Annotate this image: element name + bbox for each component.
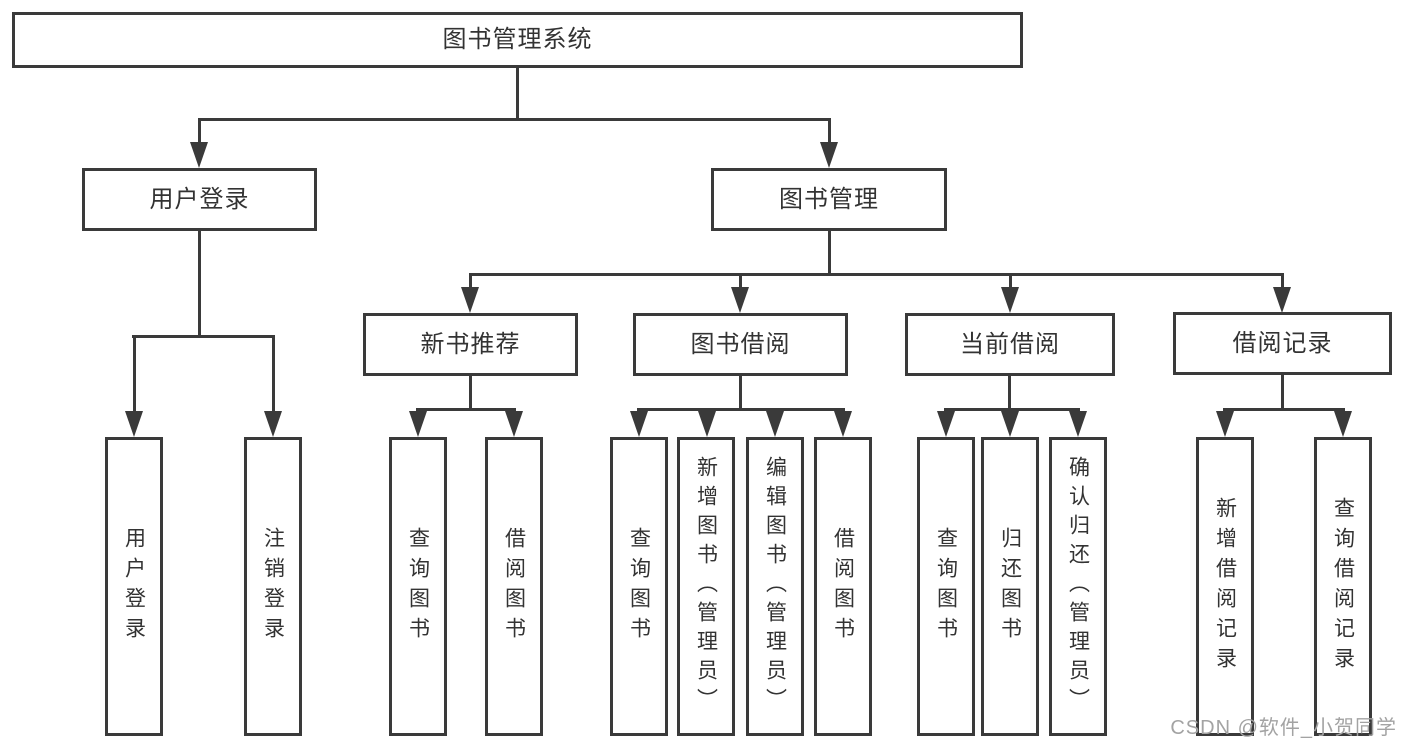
connector-root-stem bbox=[516, 68, 519, 121]
leaf-label: 查询图书 bbox=[406, 526, 430, 647]
leaf-query-book-recommend: 查询图书 bbox=[389, 437, 447, 736]
leaf-borrow-book: 借阅图书 bbox=[814, 437, 872, 736]
leaf-label: 新增图书（管理员） bbox=[694, 456, 718, 717]
arrow-down-icon bbox=[833, 408, 853, 437]
node-user-login: 用户登录 bbox=[82, 168, 317, 231]
connector-current-borrow-stem bbox=[1008, 376, 1011, 411]
arrow-down-icon bbox=[1000, 273, 1020, 313]
node-label: 用户登录 bbox=[149, 185, 250, 213]
arrow-down-icon bbox=[408, 408, 428, 437]
connector-current-borrow-split bbox=[944, 408, 1080, 411]
node-current-borrow: 当前借阅 bbox=[905, 313, 1115, 376]
connector-user-login-split bbox=[132, 335, 275, 338]
arrow-down-icon bbox=[189, 118, 209, 168]
leaf-query-book: 查询图书 bbox=[610, 437, 668, 736]
node-label: 图书借阅 bbox=[690, 330, 791, 358]
leaf-user-login: 用户登录 bbox=[105, 437, 163, 736]
leaf-label: 借阅图书 bbox=[502, 526, 526, 647]
node-book-management: 图书管理 bbox=[711, 168, 947, 231]
connector-book-management-stem bbox=[828, 231, 831, 276]
connector-book-management-split bbox=[469, 273, 1284, 276]
leaf-label: 新增借阅记录 bbox=[1213, 496, 1237, 677]
arrow-down-icon bbox=[460, 273, 480, 313]
node-label: 当前借阅 bbox=[960, 330, 1060, 358]
arrow-down-icon bbox=[936, 408, 956, 437]
leaf-label: 编辑图书（管理员） bbox=[763, 456, 787, 717]
leaf-add-borrow-record: 新增借阅记录 bbox=[1196, 437, 1254, 736]
connector-user-login-stem bbox=[198, 231, 201, 338]
connector-new-book-stem bbox=[469, 376, 472, 411]
node-label: 新书推荐 bbox=[420, 330, 521, 358]
connector-borrow-record-split bbox=[1223, 408, 1345, 411]
arrow-down-icon bbox=[765, 408, 785, 437]
leaf-confirm-return-admin: 确认归还（管理员） bbox=[1049, 437, 1107, 736]
leaf-borrow-book-recommend: 借阅图书 bbox=[485, 437, 543, 736]
connector-new-book-split bbox=[416, 408, 516, 411]
arrow-down-icon bbox=[819, 118, 839, 168]
arrow-down-icon bbox=[504, 408, 524, 437]
connector-root-split bbox=[198, 118, 831, 121]
leaf-label: 借阅图书 bbox=[831, 526, 855, 647]
arrow-down-icon bbox=[697, 408, 717, 437]
arrow-down-icon bbox=[124, 335, 144, 437]
arrow-down-icon bbox=[629, 408, 649, 437]
leaf-label: 查询借阅记录 bbox=[1331, 496, 1355, 677]
arrow-down-icon bbox=[263, 335, 283, 437]
csdn-watermark: CSDN @软件_小贺同学 bbox=[1170, 717, 1397, 739]
leaf-edit-book-admin: 编辑图书（管理员） bbox=[746, 437, 804, 736]
leaf-label: 用户登录 bbox=[122, 526, 146, 647]
arrow-down-icon bbox=[730, 273, 750, 313]
leaf-label: 归还图书 bbox=[998, 526, 1022, 647]
leaf-add-book-admin: 新增图书（管理员） bbox=[677, 437, 735, 736]
connector-borrow-record-stem bbox=[1281, 375, 1284, 411]
node-book-borrow: 图书借阅 bbox=[633, 313, 848, 376]
node-borrow-record: 借阅记录 bbox=[1173, 312, 1392, 375]
connector-book-borrow-stem bbox=[739, 376, 742, 411]
arrow-down-icon bbox=[1000, 408, 1020, 437]
arrow-down-icon bbox=[1333, 408, 1353, 437]
leaf-label: 确认归还（管理员） bbox=[1066, 456, 1090, 717]
arrow-down-icon bbox=[1215, 408, 1235, 437]
node-label: 图书管理系统 bbox=[442, 26, 593, 53]
arrow-down-icon bbox=[1272, 273, 1292, 313]
leaf-label: 查询图书 bbox=[627, 526, 651, 647]
leaf-logout: 注销登录 bbox=[244, 437, 302, 736]
arrow-down-icon bbox=[1068, 408, 1088, 437]
leaf-query-borrow-record: 查询借阅记录 bbox=[1314, 437, 1372, 736]
leaf-label: 注销登录 bbox=[261, 526, 285, 647]
connector-book-borrow-split bbox=[637, 408, 845, 411]
leaf-return-book: 归还图书 bbox=[981, 437, 1039, 736]
node-label: 借阅记录 bbox=[1232, 329, 1333, 357]
node-label: 图书管理 bbox=[779, 185, 879, 213]
node-library-management-system: 图书管理系统 bbox=[12, 12, 1023, 68]
node-new-book-recommend: 新书推荐 bbox=[363, 313, 578, 376]
leaf-label: 查询图书 bbox=[934, 526, 958, 647]
leaf-query-current-borrow: 查询图书 bbox=[917, 437, 975, 736]
